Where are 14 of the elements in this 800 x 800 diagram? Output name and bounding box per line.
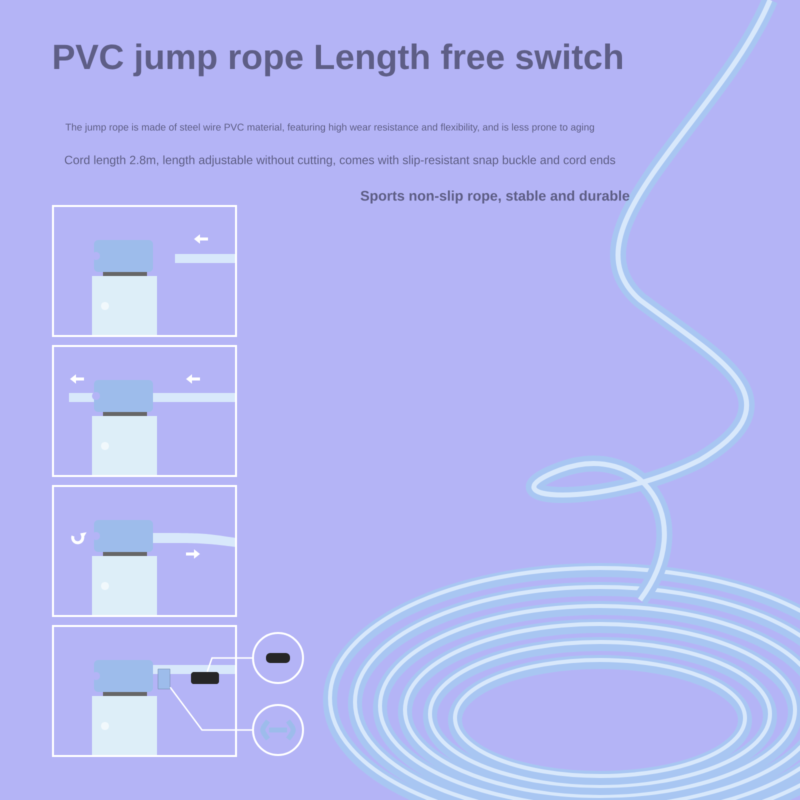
cord-end: [191, 672, 219, 684]
step-frame: [52, 344, 238, 478]
step-frame: [52, 484, 238, 618]
feature-text: Sports non-slip rope, stable and durable: [360, 190, 630, 204]
snap-buckle: [158, 668, 170, 690]
detail-circle: [252, 632, 304, 684]
feature-text: Cord length 2.8m, length adjustable without cutting, comes with slip-resistant snap buckle and cord ends: [64, 155, 616, 167]
leader-line: [206, 657, 252, 672]
step-frame: [52, 204, 238, 338]
detail-circle: [252, 704, 304, 756]
step-frame: [52, 625, 238, 758]
title: PVC jump rope Length free switch: [54, 44, 622, 76]
feature-text: The jump rope is made of steel wire PVC material, featuring high wear resistance and flexibility, and is less prone to aging: [66, 123, 594, 133]
leader-line: [170, 686, 252, 731]
